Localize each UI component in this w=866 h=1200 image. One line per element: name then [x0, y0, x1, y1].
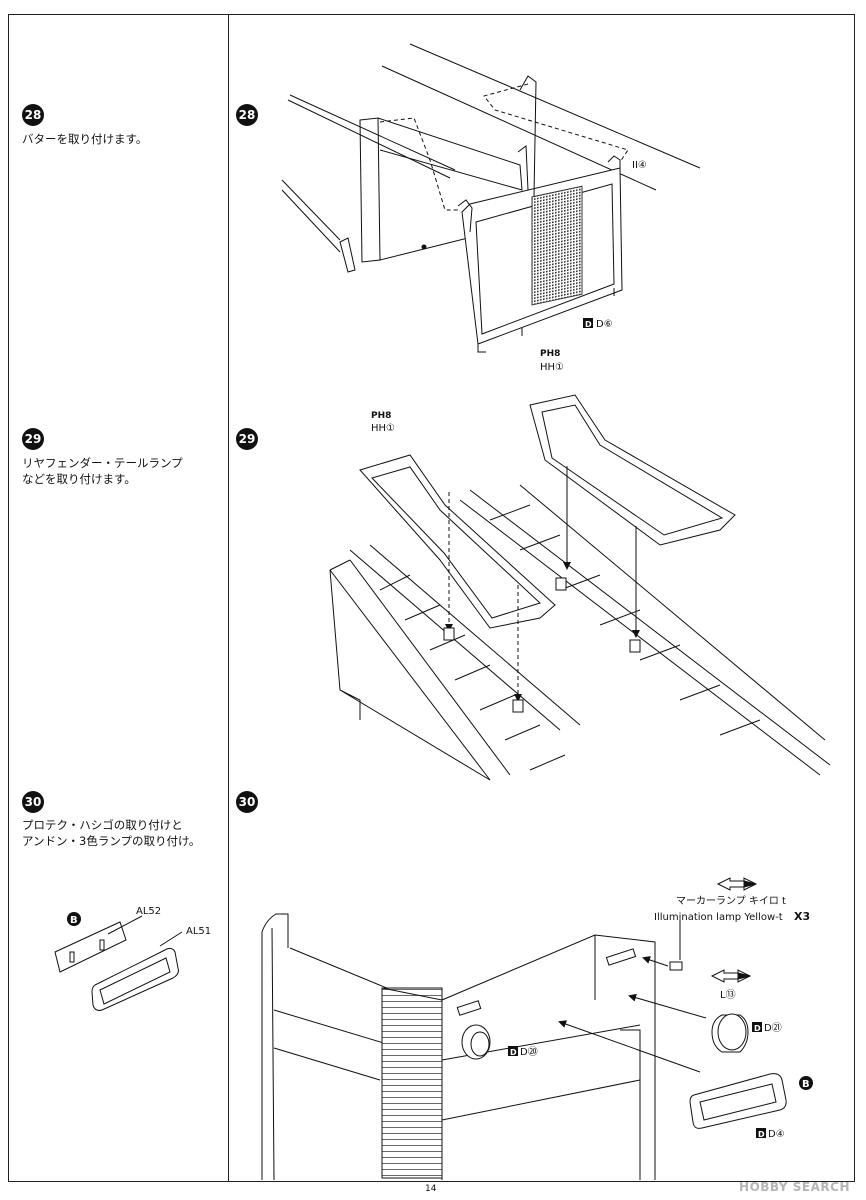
step-30-text: プロテク・ハシゴの取り付けと アンドン・3色ランプの取り付け。 — [22, 818, 201, 848]
svg-text:D: D — [585, 320, 592, 329]
step-30-part-AL52: AL52 — [136, 906, 161, 917]
column-divider — [228, 14, 229, 1182]
step-28-part-D6: D D⑥ — [583, 318, 613, 330]
page-number: 14 — [425, 1184, 437, 1194]
step-30-part-D21: D D㉑ — [752, 1022, 782, 1034]
svg-text:HH①: HH① — [540, 362, 564, 373]
step-30-left-sprue-b: B — [67, 912, 81, 926]
step-28-part-II4: II④ — [632, 160, 647, 171]
step-28-diagram-badge: 28 — [236, 104, 258, 126]
step-30-part-D20: D D⑳ — [508, 1046, 538, 1058]
svg-text:D: D — [758, 1130, 765, 1139]
svg-text:マーカーランプ キイロ t: マーカーランプ キイロ t — [676, 895, 786, 907]
step-28-badge: 28 — [22, 104, 44, 126]
svg-text:D⑳: D⑳ — [520, 1046, 538, 1058]
step-30-part-B: B — [799, 1076, 813, 1090]
page-frame — [8, 14, 855, 1182]
svg-text:D㉑: D㉑ — [764, 1022, 782, 1034]
step-28-diagram — [281, 43, 701, 353]
watermark: HOBBY SEARCH — [739, 1180, 850, 1194]
svg-text:D: D — [510, 1048, 517, 1057]
step-29-left-label: PH8 HH① — [371, 411, 395, 434]
step-30-left-diagram — [54, 915, 183, 1011]
svg-text:B: B — [70, 915, 78, 926]
step-30-badge: 30 — [22, 791, 44, 813]
svg-text:PH8: PH8 — [540, 349, 560, 359]
step-30-right-diagram — [261, 877, 787, 1181]
svg-text:D: D — [754, 1024, 761, 1033]
svg-text:Illumination lamp Yellow-t: Illumination lamp Yellow-t — [654, 912, 783, 923]
svg-text:PH8: PH8 — [371, 411, 391, 421]
svg-text:X3: X3 — [794, 910, 810, 923]
step-29-right-label: PH8 HH① — [540, 349, 564, 373]
svg-text:D④: D④ — [768, 1129, 785, 1140]
step-29-badge: 29 — [22, 428, 44, 450]
svg-text:B: B — [802, 1079, 810, 1090]
svg-text:HH①: HH① — [371, 423, 395, 434]
step-28-text: バターを取り付けます。 — [22, 132, 148, 146]
step-30-part-L13: L⑬ — [720, 989, 736, 1001]
step-30-part-AL51: AL51 — [186, 926, 211, 937]
svg-text:D⑥: D⑥ — [596, 319, 613, 330]
step-30-part-D4: D D④ — [756, 1128, 785, 1140]
step-29-diagram-badge: 29 — [236, 428, 258, 450]
step-30-diagram-badge: 30 — [236, 791, 258, 813]
step-29-text: リヤフェンダー・テールランプ などを取り付けます。 — [22, 456, 183, 486]
step-30-marker-lamp-label: マーカーランプ キイロ t Illumination lamp Yellow-t… — [654, 895, 810, 923]
step-29-diagram — [329, 394, 831, 781]
